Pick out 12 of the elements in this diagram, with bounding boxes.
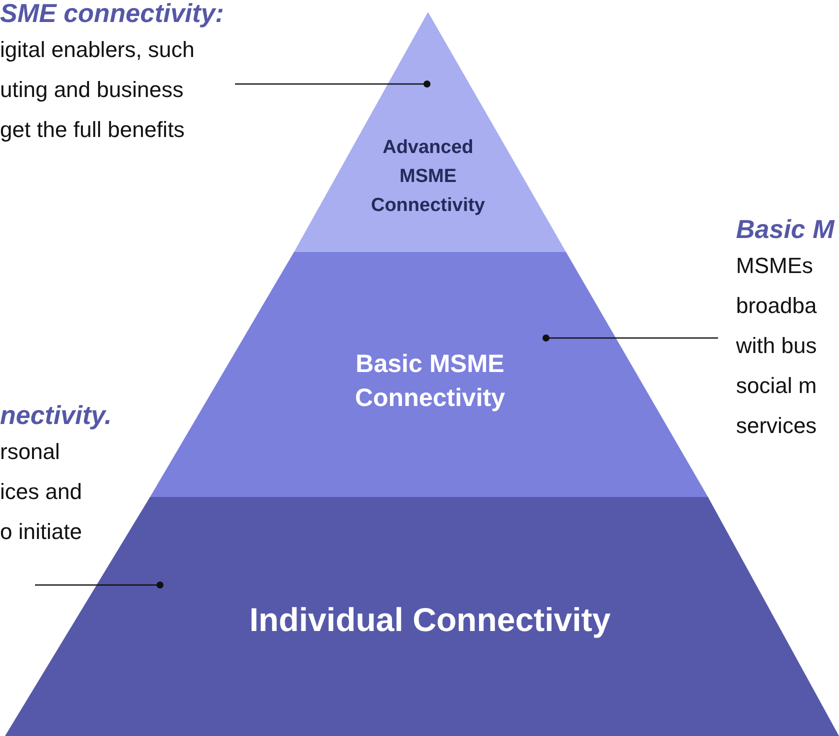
leader-line bbox=[235, 80, 430, 88]
annotation-heading: Basic M bbox=[736, 213, 836, 246]
annotation-text: MSMEs broadba with bus social m services bbox=[736, 252, 818, 440]
annotation-heading: nectivity. bbox=[0, 399, 113, 432]
annotation-heading: SME connectivity: bbox=[0, 0, 225, 30]
tier-label: Individual Connectivity bbox=[248, 600, 612, 640]
tier-label: Advanced MSME Connectivity bbox=[370, 136, 486, 218]
annotation-text: igital enablers, such uting and business get the full benefits bbox=[0, 36, 196, 144]
leader-line bbox=[35, 582, 164, 588]
annotation-text: rsonal ices and o initiate bbox=[0, 438, 83, 546]
leader-line bbox=[542, 334, 718, 342]
tier-label: Basic MSME Connectivity bbox=[354, 349, 506, 414]
